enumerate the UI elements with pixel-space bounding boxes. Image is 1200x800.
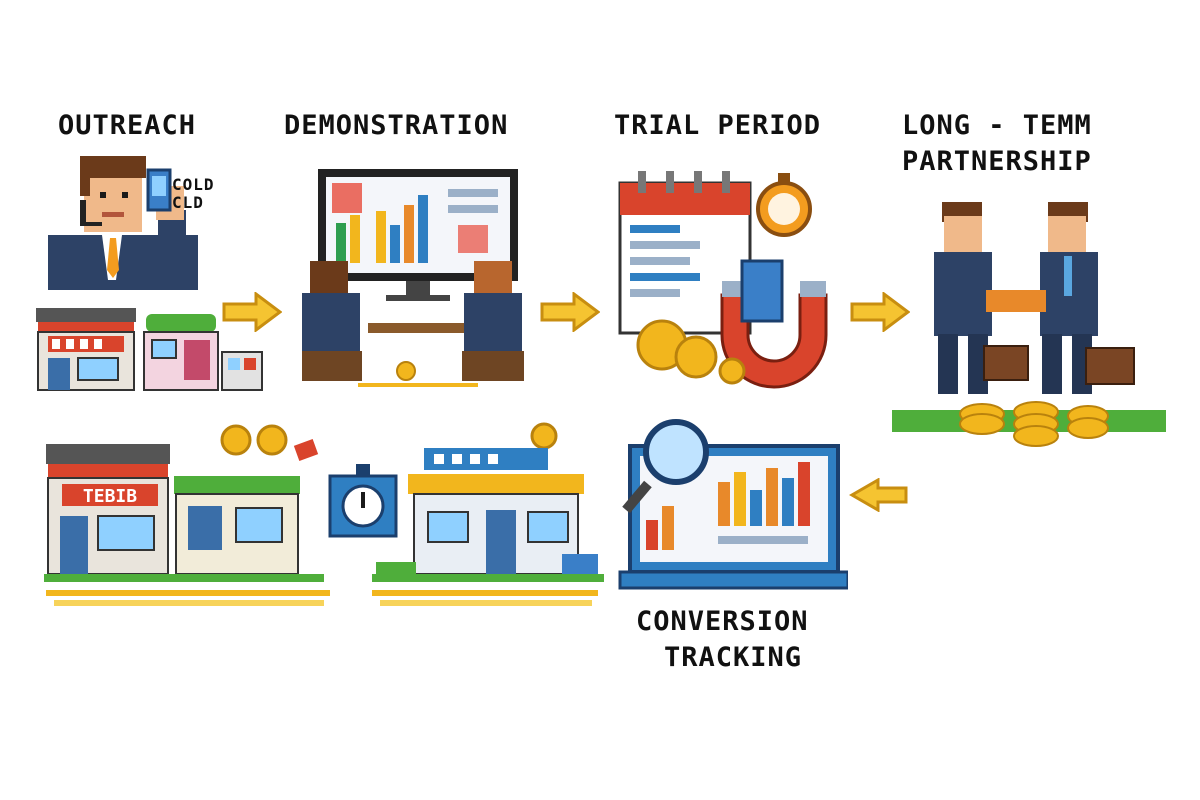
chart-bar: [376, 211, 386, 263]
magnifier-icon: [643, 419, 709, 485]
tag-icon: [293, 439, 319, 461]
arrow-trial-to-partnership: [850, 292, 910, 332]
partnership-title-line1: LONG - TEMM: [902, 110, 1092, 141]
outreach-businessman: [40, 150, 240, 290]
chart-bar: [718, 482, 730, 526]
outreach-storefronts: [34, 300, 264, 395]
arrow-outreach-to-demo: [222, 292, 282, 332]
store-sign-text: TEBIB: [83, 486, 137, 507]
briefcase-icon: [983, 345, 1029, 381]
outreach-title: OUTREACH: [58, 110, 197, 141]
phone-text-1: COLD: [172, 175, 215, 194]
conversion-title-line2: TRACKING: [664, 642, 803, 673]
demonstration-title: DEMONSTRATION: [284, 110, 509, 141]
trial-scene: [612, 165, 852, 390]
arrow-conversion-return: [848, 478, 908, 512]
storefront-block-2: [368, 418, 608, 618]
demonstration-scene: [298, 165, 538, 390]
handshake-icon: [986, 290, 1046, 312]
conversion-scene: [618, 410, 848, 596]
store-sign: [62, 484, 158, 506]
hair: [80, 156, 146, 178]
bottom-stopwatch: [326, 462, 402, 542]
conversion-title-line1: CONVERSION: [636, 606, 809, 637]
coin-icon: [220, 424, 252, 456]
arrow-demo-to-trial: [540, 292, 600, 332]
tie: [107, 238, 119, 278]
partnership-title-line2: PARTNERSHIP: [902, 146, 1092, 177]
partnership-scene: [890, 190, 1170, 460]
phone-text-2: CLD: [172, 193, 204, 212]
trial-period-title: TRIAL PERIOD: [614, 110, 822, 141]
storefront-block-1: TEBIB: [40, 418, 330, 618]
store-sign: [424, 448, 548, 470]
coin-icon: [530, 422, 558, 450]
